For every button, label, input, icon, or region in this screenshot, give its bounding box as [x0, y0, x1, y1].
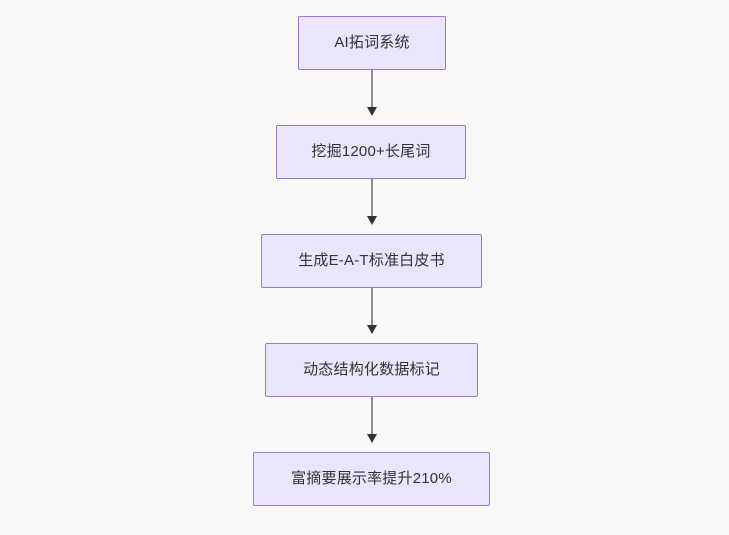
flow-node-n4[interactable]: 动态结构化数据标记: [265, 343, 478, 397]
arrow-down-icon: [367, 325, 377, 334]
edge-line: [371, 179, 373, 217]
flow-node-n3[interactable]: 生成E-A-T标准白皮书: [261, 234, 482, 288]
edge-line: [371, 397, 373, 435]
flow-node-label: 挖掘1200+长尾词: [311, 143, 431, 160]
arrow-down-icon: [367, 434, 377, 443]
arrow-down-icon: [367, 107, 377, 116]
arrow-down-icon: [367, 216, 377, 225]
flow-node-label: 动态结构化数据标记: [303, 361, 440, 378]
flow-node-label: AI拓词系统: [334, 34, 410, 51]
flow-node-n2[interactable]: 挖掘1200+长尾词: [276, 125, 466, 179]
flow-node-label: 富摘要展示率提升210%: [291, 470, 452, 487]
edge-line: [371, 70, 373, 108]
flow-node-n5[interactable]: 富摘要展示率提升210%: [253, 452, 490, 506]
flow-node-n1[interactable]: AI拓词系统: [298, 16, 446, 70]
flow-node-label: 生成E-A-T标准白皮书: [298, 252, 445, 269]
edge-line: [371, 288, 373, 326]
